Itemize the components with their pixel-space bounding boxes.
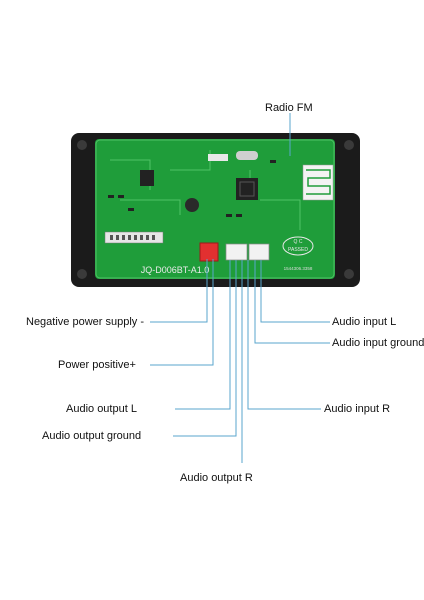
antenna-trace — [306, 169, 331, 195]
leader-audio-output-l — [175, 260, 231, 410]
board-date-code: 1544306.3358 — [284, 266, 313, 271]
label-audio-output-ground: Audio output ground — [42, 430, 142, 442]
leader-audio-output-ground — [173, 260, 237, 437]
qc-top-text: Q C — [294, 239, 303, 245]
bluetooth-chip — [236, 178, 258, 200]
crystal — [236, 151, 258, 160]
frame-screw-hole — [77, 269, 87, 279]
label-audio-output-l: Audio output L — [66, 403, 137, 415]
leader-audio-input-l — [260, 260, 330, 323]
frame-screw-hole — [344, 269, 354, 279]
green-pcb — [95, 139, 335, 279]
smd-part — [108, 195, 114, 198]
capacitor — [185, 198, 199, 212]
label-audio-input-l: Audio input L — [332, 316, 397, 328]
chip-marking — [239, 181, 255, 197]
label-audio-output-r: Audio output R — [180, 472, 253, 484]
pcb-outline — [95, 139, 335, 279]
leader-negative-power — [150, 259, 208, 323]
smd-part — [226, 214, 232, 217]
label-negative-power: Negative power supply - — [26, 316, 145, 328]
frame-screw-hole — [77, 140, 87, 150]
power-connector — [199, 242, 219, 262]
leader-audio-input-r — [247, 260, 321, 410]
audio-output-connector — [225, 243, 248, 261]
leader-power-positive — [150, 259, 214, 366]
smd-part — [118, 195, 124, 198]
pcb-traces — [110, 150, 301, 230]
audio-input-connector — [248, 243, 270, 261]
board-model-text: JQ-D006BT-A1.0 — [141, 265, 210, 275]
label-power-positive: Power positive+ — [58, 359, 136, 371]
qc-passed-stamp — [282, 236, 314, 256]
label-radio-fm: Radio FM — [265, 102, 313, 114]
smd-part — [128, 208, 134, 211]
small-ic — [140, 170, 154, 186]
component-strip — [208, 154, 228, 161]
smd-part — [236, 214, 242, 217]
leader-audio-input-ground — [254, 260, 330, 344]
label-audio-input-r: Audio input R — [324, 403, 391, 415]
qc-bottom-text: PASSED — [288, 247, 308, 253]
leader-lines — [150, 113, 330, 463]
label-audio-input-ground: Audio input ground — [332, 337, 424, 349]
frame-screw-hole — [344, 140, 354, 150]
smd-part — [270, 160, 276, 163]
sd-slot-pins — [110, 235, 155, 240]
